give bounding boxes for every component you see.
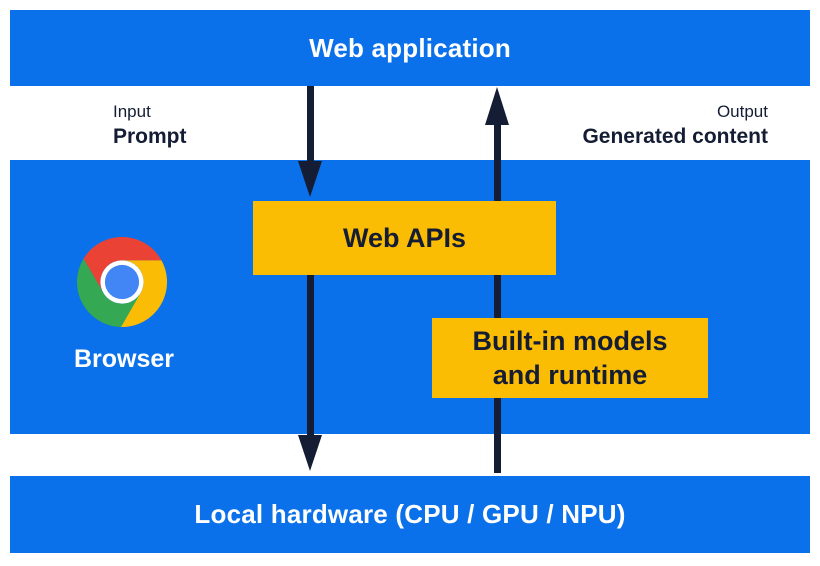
web-application-bar: Web application [10,10,810,86]
down-arrowhead-icon [298,161,322,197]
input-label-group: Input Prompt [113,99,187,150]
down-arrowhead-icon [298,435,322,471]
web-application-label: Web application [309,32,511,63]
input-title: Input [113,102,151,121]
builtin-models-box: Built-in models and runtime [432,318,708,398]
output-title: Output [716,102,768,121]
local-hardware-label: Local hardware (CPU / GPU / NPU) [194,499,626,529]
builtin-models-line1: Built-in models [472,326,668,356]
browser-label: Browser [73,345,175,373]
web-apis-label: Web APIs [342,222,467,253]
web-apis-box: Web APIs [253,201,556,275]
down-arrow-line-upper [307,86,314,164]
output-label-group: Output Generated content [582,99,768,150]
input-value: Prompt [113,125,187,148]
chrome-browser-icon [77,237,167,327]
up-arrow-line [494,123,501,473]
local-hardware-bar: Local hardware (CPU / GPU / NPU) [10,476,810,553]
down-arrow-line-lower [307,275,314,437]
up-arrowhead-icon [485,87,509,125]
builtin-models-line2: and runtime [492,360,648,390]
output-value: Generated content [582,125,768,148]
